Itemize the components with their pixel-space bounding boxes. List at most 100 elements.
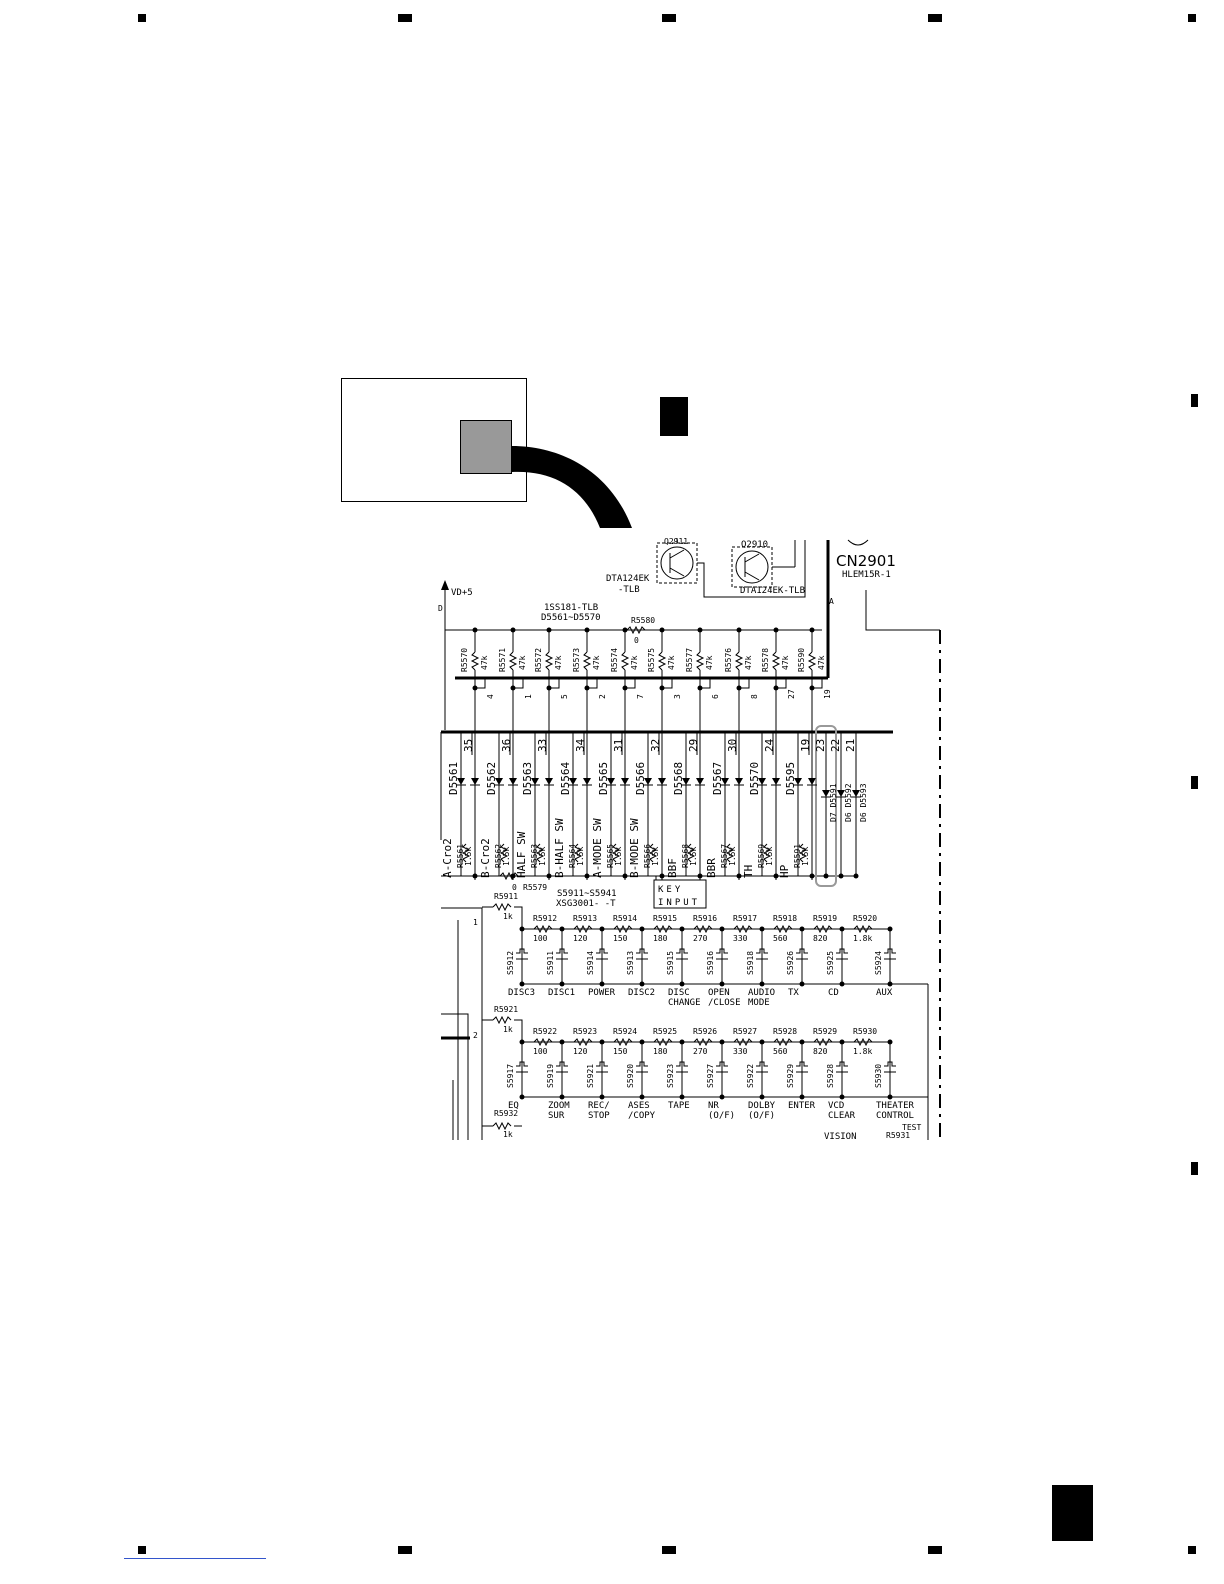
r5580-ref: R5580: [631, 616, 655, 625]
row2-switch-l1-9: THEATER: [876, 1101, 915, 1111]
row2-switch-6: [756, 1061, 768, 1073]
row1-res-ref-1: R5913: [573, 914, 597, 923]
row1-res-ref-5: R5917: [733, 914, 757, 923]
row2-resistor-3: [653, 1037, 673, 1047]
diode-symbol-b-9: [794, 778, 802, 785]
row2-res-ref-7: R5929: [813, 1027, 837, 1036]
diode-pin-3: 34: [574, 738, 587, 752]
signal-ref-6: R5568: [681, 844, 690, 868]
row1-switch-l1-2: POWER: [588, 988, 616, 998]
signal-resistor-3: [573, 843, 583, 863]
diode-pin-8: 24: [763, 738, 776, 752]
diode-pin-7: 30: [726, 739, 739, 752]
registration-mark-right-2: [1191, 776, 1198, 789]
pullup-resistor-5: [657, 651, 667, 671]
row2-res-value-1: 120: [573, 1047, 588, 1056]
row2-feed-wire-b: [514, 1019, 523, 1042]
signal-resistor-8: [762, 843, 772, 863]
switch-part: XSG3001- -T: [556, 899, 616, 909]
diode-array-range: D5561~D5570: [541, 613, 601, 623]
signal-net-5: B-MODE SW: [628, 818, 641, 878]
row2-res-ref-2: R5924: [613, 1027, 637, 1036]
pullup-ref-0: R5570: [460, 648, 469, 672]
row2-switch-4: [676, 1061, 688, 1073]
pullup-resistor-9: [807, 651, 817, 671]
registration-mark-top-2: [398, 14, 412, 22]
row2-switch-ref-1: S5919: [546, 1064, 555, 1088]
row2-switch-l1-1: ZOOM: [548, 1101, 570, 1111]
pin-wire-8: [776, 678, 787, 689]
diode-symbol-1: [509, 778, 517, 785]
board-locator-map: [341, 378, 527, 502]
row1-res-ref-6: R5918: [773, 914, 797, 923]
key-input-line1: KEY: [658, 885, 683, 895]
row2-res-ref-4: R5926: [693, 1027, 717, 1036]
row1-switch-9: [884, 948, 896, 960]
row2-switch-l1-5: NR: [708, 1101, 719, 1111]
diode-ref-0: D5561: [447, 762, 460, 795]
registration-mark-bottom-4: [928, 1546, 942, 1554]
r5580-value: 0: [634, 636, 639, 645]
diode-pin-0: 35: [462, 739, 475, 752]
row1-resistor-6: [773, 924, 793, 934]
row2-switch-ref-5: S5927: [706, 1064, 715, 1088]
q2911-part: DTA124EK: [606, 574, 650, 584]
test-label: TEST: [902, 1123, 921, 1132]
diode-symbol-9: [808, 778, 816, 785]
diode-symbol-b-5: [644, 778, 652, 785]
upper-pin-1: 1: [524, 694, 533, 699]
switch-range: S5911~S5941: [557, 889, 617, 899]
row2-switch-l2-3: /COPY: [628, 1111, 656, 1121]
pin-wire-9: [812, 678, 823, 689]
signal-net-6: BBF: [666, 858, 679, 878]
row2-switch-ref-7: S5929: [786, 1064, 795, 1088]
upper-pin-7: 8: [750, 694, 759, 699]
signal-ref-7: R5567: [720, 844, 729, 868]
row2-switch-l1-4: TAPE: [668, 1101, 690, 1111]
pullup-ref-2: R5572: [534, 648, 543, 672]
r5579-value: 0: [512, 883, 517, 892]
r5932-ref: R5932: [494, 1109, 518, 1118]
row1-resistor-1: [573, 924, 593, 934]
row1-switch-l1-5: OPEN: [708, 988, 730, 998]
pullup-value-0: 47k: [480, 655, 489, 670]
diode-symbol-b-2: [531, 778, 539, 785]
row2-switch-l1-2: REC/: [588, 1101, 610, 1111]
row2-resistor-0: [533, 1037, 553, 1047]
row2-resistor-6: [773, 1037, 793, 1047]
pin-wire-2: [549, 678, 560, 689]
row2-feed-value: 1k: [503, 1025, 513, 1034]
pin-wire-3: [587, 678, 598, 689]
upper-pin-9: 19: [823, 689, 832, 699]
row1-res-value-3: 180: [653, 934, 668, 943]
row1-switch-l1-6: AUDIO: [748, 988, 775, 998]
signal-resistor-6: [686, 843, 696, 863]
row1-res-value-4: 270: [693, 934, 708, 943]
svg-text:A: A: [829, 597, 834, 606]
diode-symbol-0: [471, 778, 479, 785]
pullup-ref-1: R5571: [498, 648, 507, 672]
row1-switch-l2-5: /CLOSE: [708, 998, 741, 1008]
pin-wire-5: [662, 678, 673, 689]
r5932-value: 1k: [503, 1130, 513, 1139]
diode-array-part: 1SS181-TLB: [544, 603, 598, 613]
rail-junction-8: [773, 873, 779, 879]
key-input-line2: INPUT: [658, 898, 700, 908]
registration-mark-top-5: [1188, 14, 1196, 22]
row1-switch-4: [676, 948, 688, 960]
row2-res-value-2: 150: [613, 1047, 628, 1056]
row1-feed-wire-b: [514, 906, 523, 929]
row1-switch-7: [796, 948, 808, 960]
row1-res-ref-0: R5912: [533, 914, 557, 923]
row1-switch-1: [556, 948, 568, 960]
registration-mark-bottom-2: [398, 1546, 412, 1554]
row1-switch-l1-4: DISC: [668, 988, 690, 998]
diode-symbol-b-0: [457, 778, 465, 785]
pullup-resistor-0: [470, 651, 480, 671]
row2-res-value-0: 100: [533, 1047, 548, 1056]
row1-switch-l2-6: MODE: [748, 998, 770, 1008]
row2-resistor-2: [613, 1037, 633, 1047]
row2-resistor-1: [573, 1037, 593, 1047]
registration-mark-right-3: [1191, 1162, 1198, 1175]
